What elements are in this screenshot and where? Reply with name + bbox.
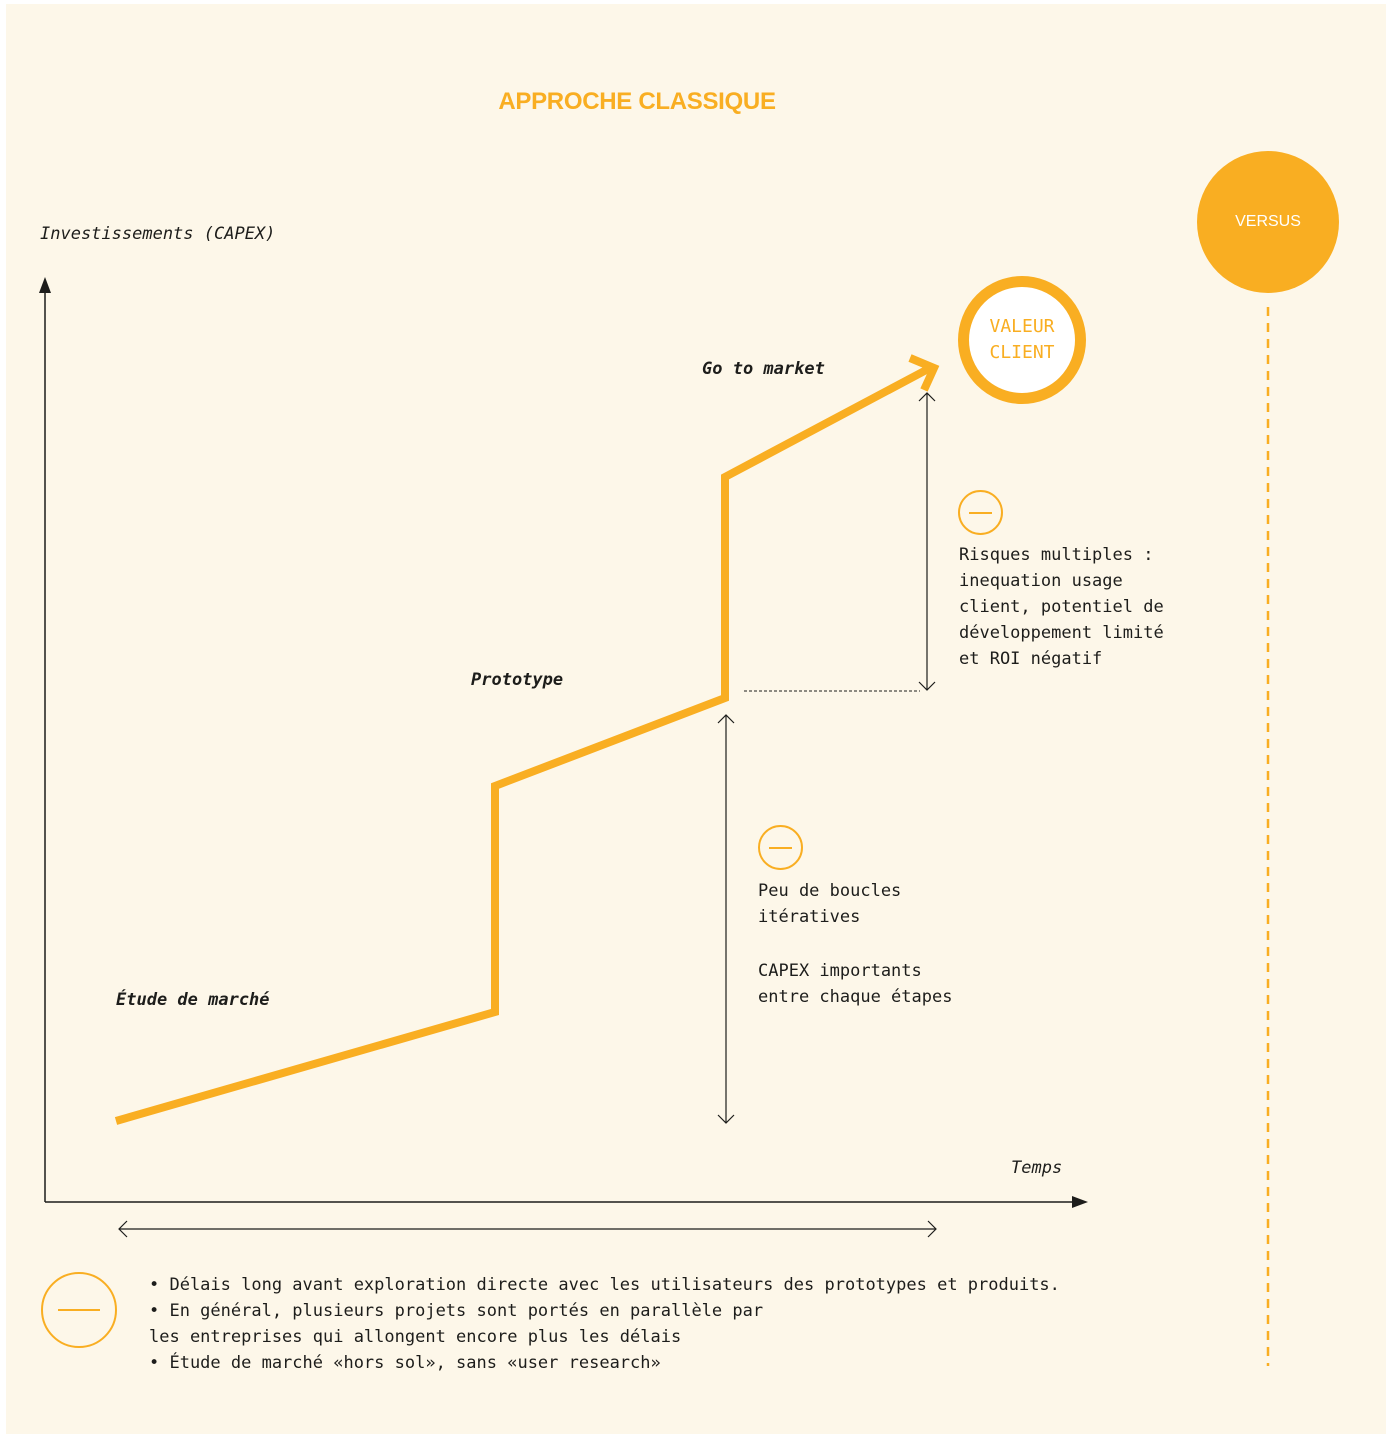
diagram-panel: [6, 4, 1386, 1434]
risk-range-arrow: [918, 392, 936, 691]
capex-note-line: Peu de boucles: [758, 881, 902, 901]
risks-note-line: inequation usage: [959, 571, 1123, 591]
bottom-note-line: • En général, plusieurs projets sont por…: [149, 1301, 764, 1321]
risks-note-line: et ROI négatif: [959, 649, 1103, 669]
investment-curve-arrowhead: [908, 354, 940, 392]
risks-note-line: développement limité: [959, 623, 1164, 643]
risks-note-line: Risques multiples :: [959, 545, 1154, 565]
risks-note-line: client, potentiel de: [959, 597, 1164, 617]
capex-note-line: itératives: [758, 907, 861, 927]
y-axis-arrowhead: [39, 277, 51, 293]
x-axis-arrowhead: [1072, 1196, 1088, 1208]
page-title: APPROCHE CLASSIQUE: [498, 88, 776, 115]
risks-note: Risques multiples : inequation usage cli…: [959, 542, 1164, 672]
minus-circle-icon: [41, 1272, 117, 1348]
bottom-note-line: • Étude de marché «hors sol», sans «user…: [149, 1353, 661, 1373]
x-axis-label: Temps: [1011, 1158, 1063, 1178]
capex-range-arrow: [717, 714, 735, 1124]
bottom-note-line: • Délais long avant exploration directe …: [149, 1275, 1060, 1295]
capex-note-spacer: [758, 930, 952, 958]
valeur-client-badge: VALEUR CLIENT: [958, 276, 1086, 404]
capex-note-line: CAPEX importants: [758, 961, 922, 981]
versus-badge: VERSUS: [1197, 151, 1339, 293]
minus-circle-icon: [758, 825, 803, 870]
capex-note: Peu de boucles itératives CAPEX importan…: [758, 878, 952, 1010]
bottom-note-line: les entreprises qui allongent encore plu…: [149, 1327, 682, 1347]
y-axis-label: Investissements (CAPEX): [40, 224, 276, 244]
investment-curve: [114, 364, 932, 1125]
timeline-double-arrow: [118, 1220, 937, 1238]
capex-note-line: entre chaque étapes: [758, 987, 953, 1007]
stage-label-etude: Étude de marché: [116, 990, 270, 1010]
minus-circle-icon: [958, 490, 1003, 535]
stage-label-go-to-market: Go to market: [702, 359, 825, 379]
stage-label-prototype: Prototype: [471, 670, 564, 690]
bottom-notes: • Délais long avant exploration directe …: [149, 1272, 1060, 1376]
